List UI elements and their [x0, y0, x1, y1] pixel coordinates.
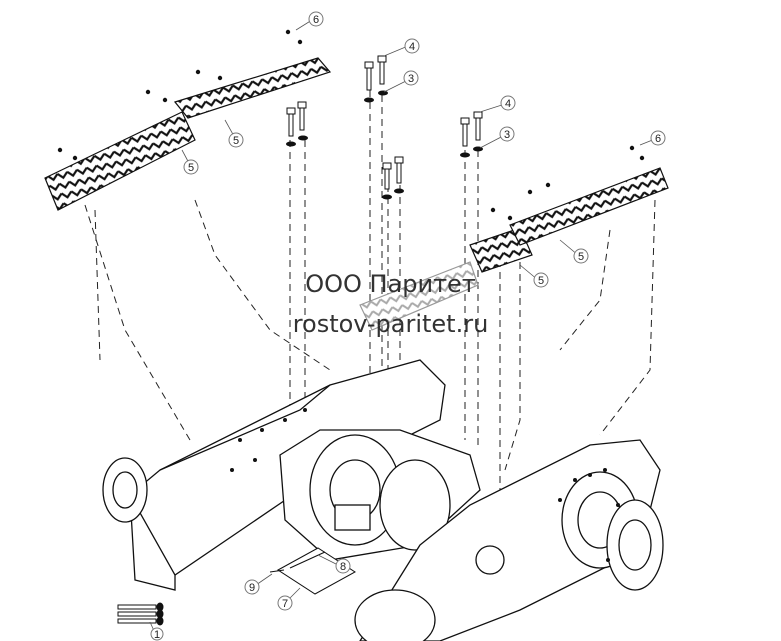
track-shoe-panels [44, 57, 669, 331]
callout-6b: 6 [650, 130, 666, 146]
svg-text:5: 5 [233, 135, 239, 147]
callout-7: 7 [277, 595, 293, 611]
screw-icon [72, 155, 78, 161]
svg-text:5: 5 [578, 251, 584, 263]
callout-5d: 5 [533, 272, 549, 288]
washer-icon [286, 141, 296, 147]
svg-text:3: 3 [504, 129, 510, 141]
bolt-icon [364, 61, 374, 91]
watermark-url: rostov-paritet.ru [292, 310, 489, 338]
washer-icon [364, 97, 374, 103]
svg-text:4: 4 [505, 98, 511, 110]
svg-text:7: 7 [282, 598, 288, 610]
bolt-icon [473, 111, 483, 141]
screw-icon [527, 189, 533, 195]
washer-group [286, 90, 483, 200]
callout-4b: 4 [500, 95, 516, 111]
bolt-icon [394, 156, 404, 184]
watermark-company: ООО Паритет [305, 270, 476, 298]
callout-4a: 4 [404, 38, 420, 54]
bolt-icon [460, 117, 470, 147]
callout-6a: 6 [308, 11, 324, 27]
callout-5b: 5 [228, 132, 244, 148]
frame-bolt-heads [230, 408, 620, 562]
track-shoe-panel-right-b [509, 167, 669, 246]
track-shoe-panel-left-b [173, 57, 332, 119]
track-shoe-panel-left-a [44, 111, 196, 211]
bogie-center [279, 429, 481, 561]
callout-1: 1 [150, 627, 164, 641]
callout-5a: 5 [183, 159, 199, 175]
svg-text:8: 8 [340, 561, 346, 573]
valve-block [334, 504, 371, 531]
washer-icon [298, 135, 308, 141]
track-shoe-panel-ghost [359, 261, 479, 331]
bolt-set [117, 602, 164, 626]
screw-icon [145, 89, 151, 95]
svg-text:6: 6 [655, 133, 661, 145]
screw-icon [545, 182, 551, 188]
bolt-icon [382, 162, 392, 190]
dashed-leader-lines [84, 90, 656, 500]
callout-markers: 6 4 3 5 5 4 3 6 5 5 8 9 7 1 [150, 11, 666, 641]
screw-icon [297, 39, 303, 45]
callout-5c: 5 [573, 248, 589, 264]
washer-icon [394, 188, 404, 194]
screw-icon [629, 145, 635, 151]
washer-icon [460, 152, 470, 158]
cover-plate [269, 547, 356, 595]
bolt-group [286, 55, 483, 190]
washer-icon [378, 90, 388, 96]
svg-text:5: 5 [188, 162, 194, 174]
svg-text:9: 9 [249, 582, 255, 594]
screw-icon [217, 75, 223, 81]
screw-group [57, 29, 645, 221]
screw-icon [639, 155, 645, 161]
svg-text:4: 4 [409, 41, 415, 53]
bolt-icon [286, 107, 296, 137]
screw-icon [195, 69, 201, 75]
svg-text:5: 5 [538, 275, 544, 287]
callout-3a: 3 [403, 70, 419, 86]
callout-3b: 3 [499, 126, 515, 142]
svg-text:1: 1 [154, 629, 160, 641]
screw-icon [490, 207, 496, 213]
callout-8: 8 [335, 558, 351, 574]
washer-icon [382, 194, 392, 200]
screw-icon [507, 215, 513, 221]
bolt-icon [297, 101, 307, 131]
screw-icon [285, 29, 291, 35]
screw-icon [162, 97, 168, 103]
svg-text:6: 6 [313, 14, 319, 26]
bolt-icon [377, 55, 387, 85]
screw-icon [57, 147, 63, 153]
callout-9: 9 [244, 579, 260, 595]
track-frame-right [354, 439, 664, 641]
svg-text:3: 3 [408, 73, 414, 85]
